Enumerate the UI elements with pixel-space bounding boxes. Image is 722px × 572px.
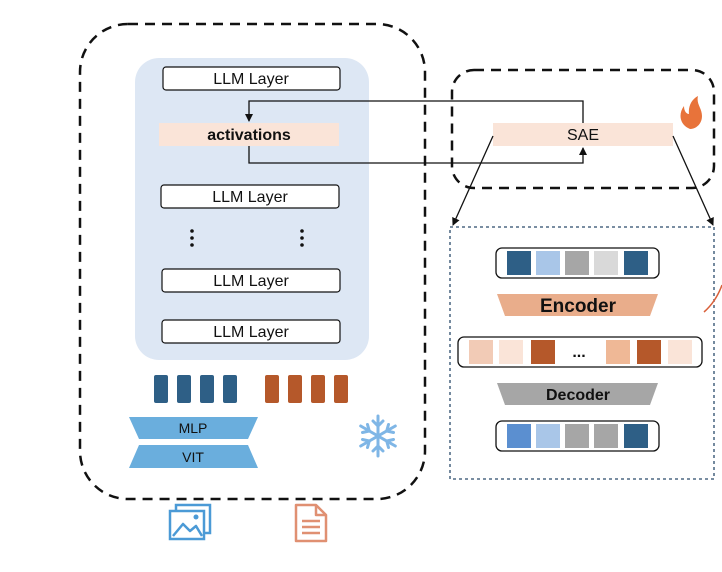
activation-flow-arrows: [245, 100, 587, 164]
latent-cell: [499, 340, 523, 364]
fire-icon: [680, 96, 702, 129]
mlp-block: MLP: [129, 417, 258, 439]
output-cell: [507, 424, 531, 448]
llm-layer-1: LLM Layer: [162, 66, 341, 91]
latent-ellipsis: ...: [572, 344, 585, 361]
image-icon: [168, 503, 212, 541]
encoder-block: Encoder: [497, 294, 658, 317]
sae-input-vector: [495, 247, 660, 279]
activations-band: [159, 123, 339, 146]
llm-layer-label: LLM Layer: [213, 71, 289, 88]
output-cell: [536, 424, 560, 448]
llm-panel: [135, 58, 369, 360]
sae-detail-box: [449, 226, 715, 480]
activations-label: activations: [207, 127, 291, 144]
input-cell: [507, 251, 531, 275]
vit-block: VIT: [129, 445, 258, 468]
llm-layer-label: LLM Layer: [212, 189, 288, 206]
sae-label: SAE: [567, 127, 599, 144]
input-cell: [536, 251, 560, 275]
decoder-label: Decoder: [546, 387, 610, 404]
curved-arrow-fragment: [703, 284, 722, 313]
input-cell: [565, 251, 589, 275]
mlp-label: MLP: [179, 420, 208, 436]
output-cell: [594, 424, 618, 448]
frozen-model-boundary: [78, 22, 427, 501]
latent-cell: [668, 340, 692, 364]
encoder-label: Encoder: [540, 296, 617, 317]
text-tokens: [265, 375, 348, 403]
document-icon: [294, 503, 328, 543]
llm-layer-2: LLM Layer: [160, 184, 340, 209]
image-tokens: [154, 375, 237, 403]
sae-band: [493, 123, 673, 146]
latent-cell: [469, 340, 493, 364]
latent-cell: [637, 340, 661, 364]
output-cell: [624, 424, 648, 448]
latent-cell: [531, 340, 555, 364]
output-cell: [565, 424, 589, 448]
llm-layer-4: LLM Layer: [161, 319, 341, 344]
sae-latent-vector: ...: [457, 336, 703, 368]
llm-layer-3: LLM Layer: [161, 268, 341, 293]
sae-boundary: [450, 68, 716, 190]
input-cell: [594, 251, 618, 275]
layer-ellipsis: [190, 229, 304, 247]
decoder-block: Decoder: [497, 383, 658, 405]
latent-cell: [606, 340, 630, 364]
vit-label: VIT: [182, 449, 204, 465]
snowflake-icon: [359, 414, 397, 458]
llm-layer-label: LLM Layer: [213, 324, 289, 341]
input-cell: [624, 251, 648, 275]
llm-layer-label: LLM Layer: [213, 273, 289, 290]
zoom-lines: [452, 135, 714, 226]
sae-output-vector: [495, 420, 660, 452]
